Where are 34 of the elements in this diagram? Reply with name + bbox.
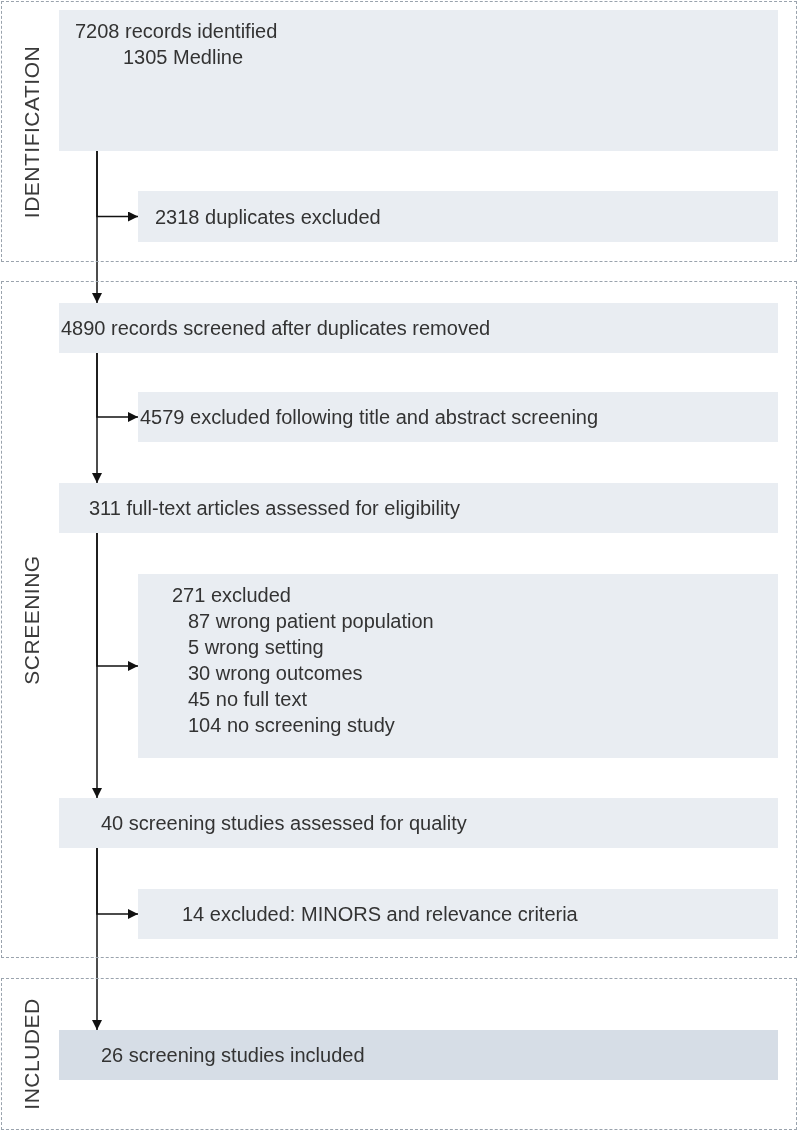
arrow [92,352,102,484]
box-text: 40 screening studies assessed for quality [101,811,467,836]
arrow [92,847,102,1031]
box-text: 14 excluded: MINORS and relevance criteria [182,902,578,927]
list-item: 1305 Medline [123,45,244,70]
process-box [59,10,778,151]
process-box [138,191,778,242]
list-item: 45 no full text [188,687,307,712]
process-box [59,483,778,533]
process-box [138,574,778,758]
box-text: 4579 excluded following title and abstract screening [140,405,599,430]
list-item: 104 no screening study [188,713,395,738]
process-box [59,1030,778,1080]
list-item: 87 wrong patient population [188,609,434,634]
section-label: SCREENING [19,554,45,685]
box-text: 7208 records identified [75,19,278,44]
section-band [1,281,797,958]
process-box [59,798,778,848]
section-band [1,1,797,262]
box-text: 271 excluded [172,583,291,608]
arrow [92,150,102,304]
process-box [59,303,778,353]
list-item: 5 wrong setting [188,635,324,660]
section-label: INCLUDED [19,998,45,1110]
list-item: 30 wrong outcomes [188,661,363,686]
process-box [138,392,778,442]
process-box [138,889,778,939]
box-text: 4890 records screened after duplicates removed [61,316,491,341]
arrow [92,532,102,799]
box-text: 26 screening studies included [101,1043,365,1068]
section-label: IDENTIFICATION [19,45,45,218]
section-band [1,978,797,1130]
box-text: 311 full-text articles assessed for eligibility [89,496,460,521]
box-text: 2318 duplicates excluded [155,204,381,230]
